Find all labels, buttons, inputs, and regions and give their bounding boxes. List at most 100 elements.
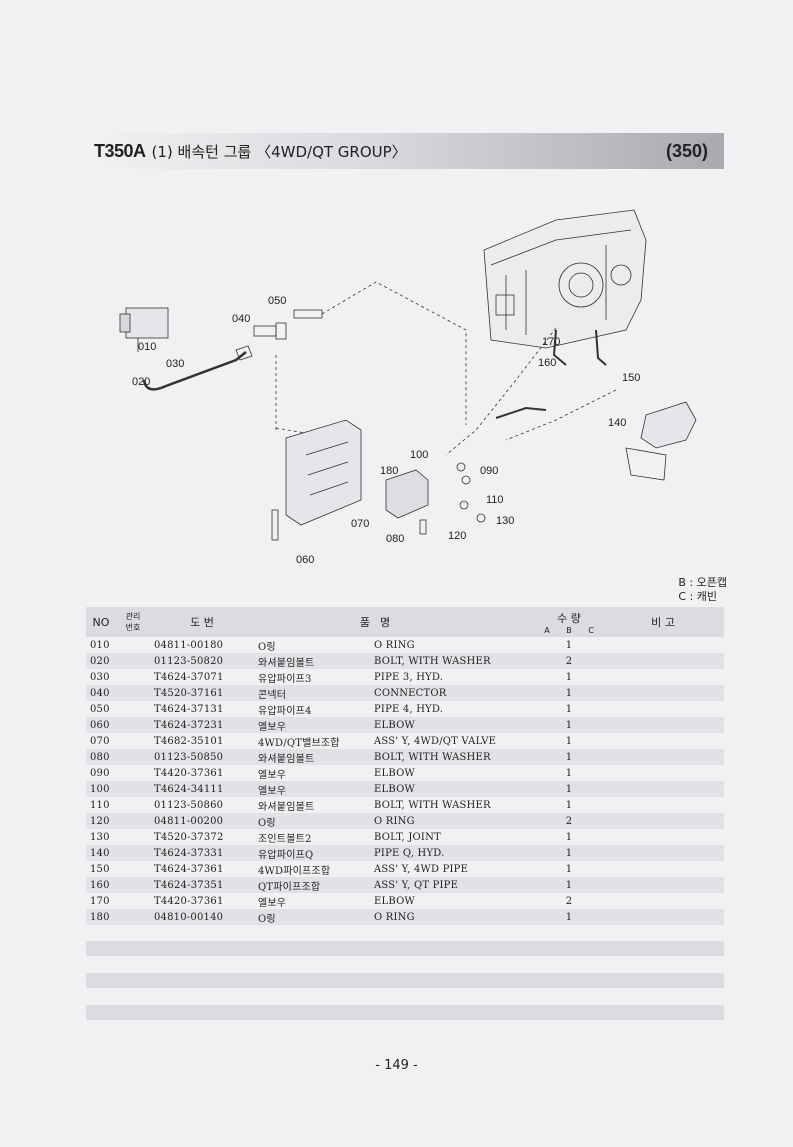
korean-name-cell: 4WD/QT밸브조합 [258, 737, 340, 749]
legend-cabin: C : 캐빈 [678, 590, 718, 603]
english-name-cell: ELBOW [374, 767, 415, 779]
part-no-cell: 070 [90, 735, 110, 747]
english-name-cell: ASS' Y, 4WD PIPE [374, 863, 469, 875]
drawing-number-cell: T4624-37351 [150, 877, 254, 893]
exploded-parts-diagram: 010 020 030 040 050 060 070 080 090 100 … [86, 180, 724, 580]
drawing-number-cell: T4624-37361 [154, 863, 224, 875]
mgmt-cell [116, 813, 150, 829]
mgmt-cell [116, 861, 150, 877]
part-no-cell: 090 [90, 767, 110, 779]
english-name-cell: PIPE 4, HYD. [374, 703, 444, 715]
callout-090: 090 [480, 465, 498, 477]
qty-b-cell: 1 [565, 767, 573, 779]
part-no-cell: 080 [86, 749, 116, 765]
mgmt-cell [116, 909, 150, 925]
qty-a-cell [536, 781, 558, 797]
col-qty-sub: A B C [536, 626, 602, 635]
callout-120: 120 [448, 530, 466, 542]
callout-160: 160 [538, 357, 556, 369]
part-no-cell: 130 [90, 831, 110, 843]
drawing-number-cell: T4420-37361 [154, 767, 224, 779]
col-no: NO [86, 607, 116, 637]
drawing-number-cell: T4624-37071 [154, 671, 224, 683]
qty-b-cell: 1 [558, 717, 580, 733]
qty-c-cell [580, 653, 603, 669]
qty-b-cell: 1 [565, 831, 573, 843]
qty-b-cell: 1 [565, 703, 573, 715]
korean-name-cell: QT파이프조합 [254, 877, 370, 893]
korean-name-cell: 엘보우 [258, 897, 287, 909]
part-no-cell: 010 [90, 639, 110, 651]
qty-c-cell [580, 669, 602, 685]
model-code: T350A [94, 140, 146, 161]
english-name-cell: BOLT, WITH WASHER [370, 653, 536, 669]
cab-legend: B : 오픈캡 C : 캐빈 [678, 576, 727, 604]
callout-050: 050 [268, 295, 286, 307]
korean-name-cell: 유압파이프Q [254, 845, 370, 861]
qty-a-cell [536, 797, 558, 813]
col-name-right: 명 [370, 607, 536, 637]
part-no-cell: 020 [86, 653, 116, 669]
english-name-cell: BOLT, WITH WASHER [370, 749, 536, 765]
drawing-number-cell: T4624-34111 [150, 781, 254, 797]
callout-100: 100 [410, 449, 428, 461]
qty-b-cell: 1 [565, 799, 573, 811]
mgmt-cell [116, 893, 150, 909]
callout-150: 150 [622, 372, 640, 384]
callout-070: 070 [351, 518, 369, 530]
drawing-number-cell: T4520-37372 [154, 831, 224, 843]
mgmt-cell [116, 781, 150, 797]
qty-a-cell [536, 701, 558, 717]
korean-name-cell: 와셔붙임볼트 [254, 653, 370, 669]
blank-row-band [86, 941, 724, 956]
remarks-cell [602, 717, 725, 733]
qty-c-cell [580, 797, 602, 813]
qty-c-cell [580, 717, 603, 733]
callout-140: 140 [608, 417, 626, 429]
qty-a-cell [536, 717, 558, 733]
col-quantity: 수 량 A B C [536, 607, 603, 637]
qty-c-cell [580, 877, 603, 893]
qty-a-cell [536, 813, 558, 829]
col-drawing-number: 도 번 [150, 607, 254, 637]
korean-name-cell: 조인트볼트2 [258, 833, 312, 845]
remarks-cell [602, 637, 724, 653]
remarks-cell [602, 829, 724, 845]
english-name-cell: O RING [370, 909, 536, 925]
drawing-number-cell: T4624-37231 [150, 717, 254, 733]
drawing-number-cell: 04811-00200 [150, 813, 254, 829]
english-name-cell: PIPE 3, HYD. [374, 671, 444, 683]
qty-a-cell [536, 893, 558, 909]
english-name-cell: CONNECTOR [370, 685, 536, 701]
remarks-cell [602, 669, 724, 685]
remarks-cell [602, 797, 724, 813]
col-qty-c: C [588, 625, 594, 635]
section-title: (1) 배속턴 그룹 〈4WD/QT GROUP〉 [151, 142, 407, 161]
mgmt-cell [116, 701, 150, 717]
drawing-number-cell: 01123-50850 [150, 749, 254, 765]
mgmt-cell [116, 653, 150, 669]
qty-a-cell [536, 909, 558, 925]
qty-c-cell [580, 733, 602, 749]
remarks-cell [602, 861, 724, 877]
drawing-number-cell: T4624-37131 [154, 703, 224, 715]
callout-080: 080 [386, 533, 404, 545]
qty-a-cell [536, 669, 558, 685]
qty-a-cell [536, 653, 558, 669]
col-mgmt-bottom: 번호 [125, 623, 141, 632]
qty-a-cell [536, 845, 558, 861]
english-name-cell: ASS' Y, 4WD/QT VALVE [374, 735, 497, 747]
qty-b-cell: 1 [565, 671, 573, 683]
english-name-cell: O RING [374, 639, 415, 651]
drawing-number-cell: 01123-50820 [150, 653, 254, 669]
qty-c-cell [580, 909, 603, 925]
qty-b-cell: 2 [558, 813, 580, 829]
drawing-number-cell: T4624-37331 [150, 845, 254, 861]
qty-a-cell [536, 829, 558, 845]
